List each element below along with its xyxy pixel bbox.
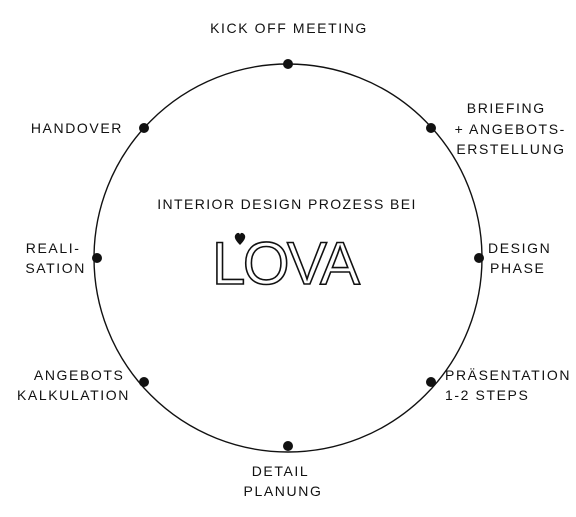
stage-dot-detail [283,441,293,451]
stage-dot-kickoff [283,59,293,69]
brand-logo: LOVA [211,229,362,298]
stage-label-design: DESIGN PHASE [488,240,557,276]
stage-label-handover: HANDOVER [31,120,123,136]
stage-label-praesentation: PRÄSENTATION 1-2 STEPS [445,367,576,403]
stage-dot-design [474,253,484,263]
brand-wordmark: LOVA [212,230,362,297]
stage-label-realisation: REALI- SATION [25,240,86,276]
stage-label-detail: DETAIL PLANUNG [244,463,323,499]
heart-icon [234,232,246,245]
stage-dot-briefing [426,123,436,133]
stage-dot-realisation [92,253,102,263]
stage-dot-angebots [139,377,149,387]
stage-label-briefing: BRIEFING + ANGEBOTS- ERSTELLUNG [455,100,572,157]
stage-label-kickoff: KICK OFF MEETING [210,20,368,36]
stage-label-angebots: ANGEBOTS KALKULATION [17,367,130,403]
stage-dot-handover [139,123,149,133]
stage-dot-praesentation [426,377,436,387]
center-title: INTERIOR DESIGN PROZESS BEI [157,196,417,212]
